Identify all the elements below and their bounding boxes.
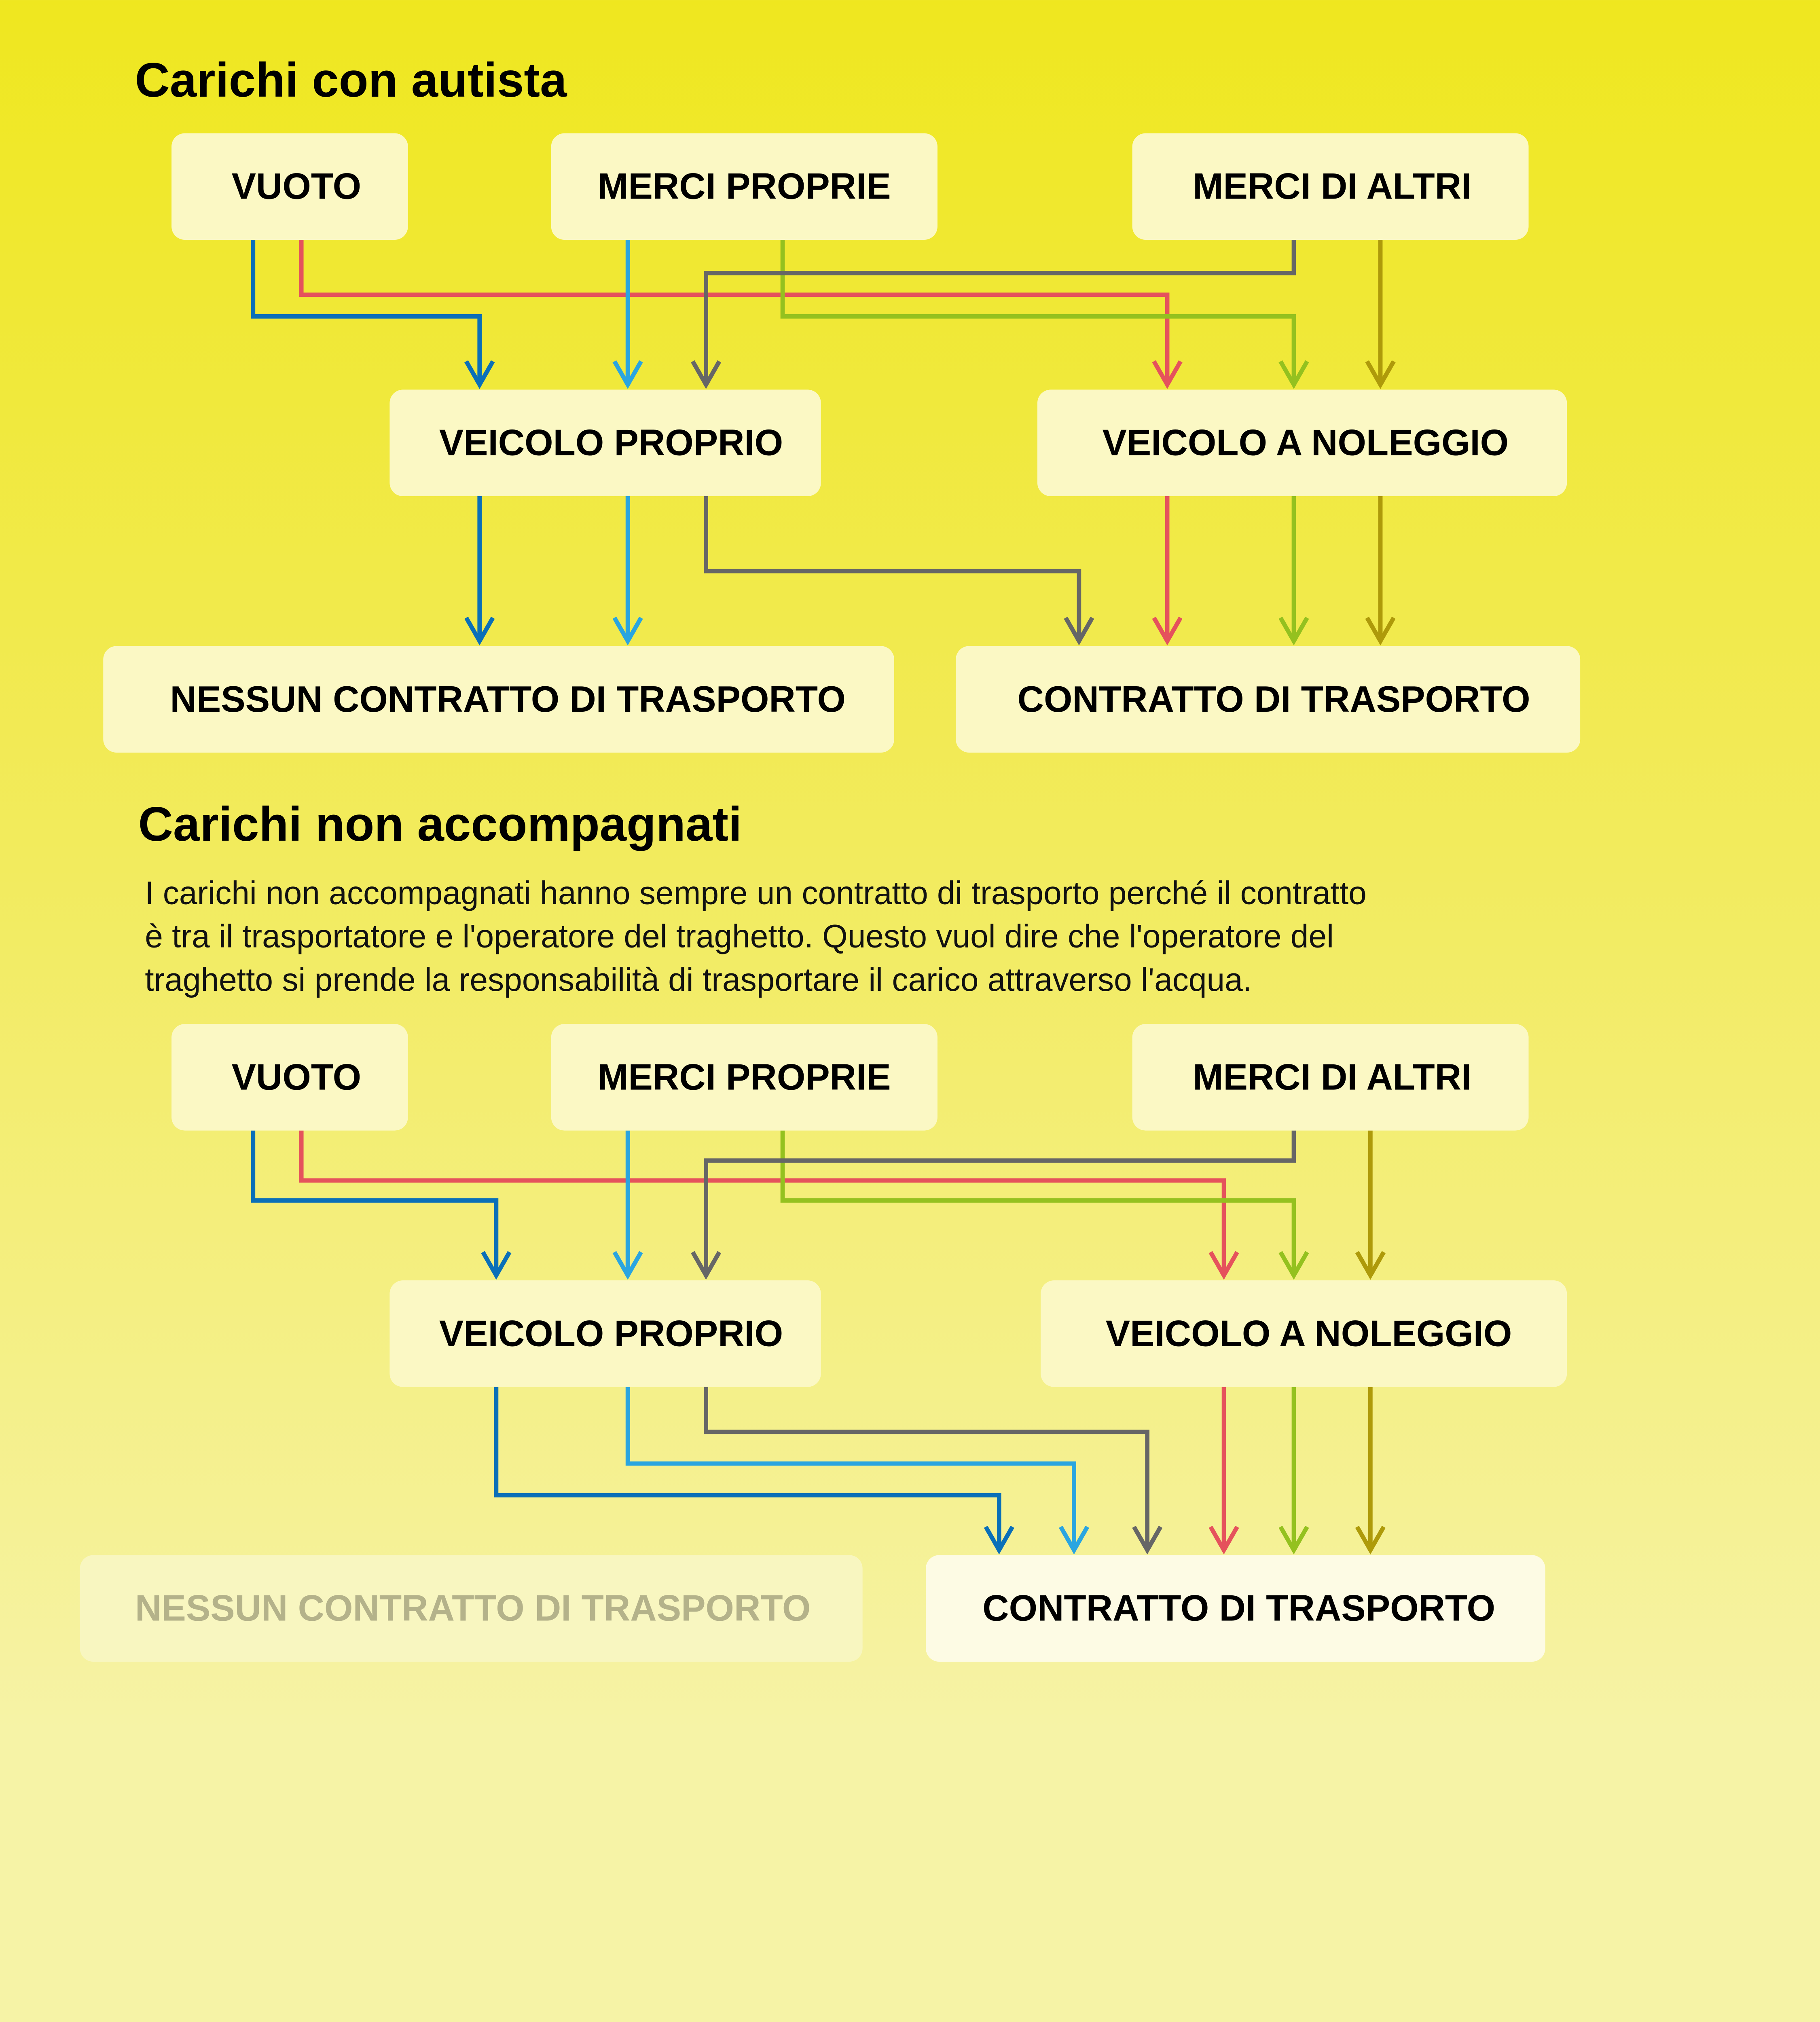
arrowhead-icon	[612, 1251, 643, 1280]
node-merci-proprie: MERCI PROPRIE	[551, 133, 938, 240]
svg-text:MERCI DI ALTRI: MERCI DI ALTRI	[1193, 166, 1471, 207]
svg-text:VEICOLO PROPRIO: VEICOLO PROPRIO	[439, 423, 783, 463]
svg-text:CONTRATTO DI TRASPORTO: CONTRATTO DI TRASPORTO	[1018, 679, 1530, 720]
arrowhead-icon	[1152, 360, 1183, 389]
arrowhead-icon	[1208, 1251, 1239, 1280]
diagram-canvas: Carichi con autista VUOTO MERCI PROPRIE …	[0, 0, 1820, 1732]
arrowhead-icon	[464, 360, 495, 389]
node-merci-di-altri: MERCI DI ALTRI	[1132, 1024, 1529, 1131]
arrowhead-icon	[1152, 616, 1183, 645]
arrowhead-icon	[1278, 616, 1309, 645]
background	[0, 0, 1820, 1732]
svg-text:VUOTO: VUOTO	[232, 166, 361, 207]
description-line: traghetto si prende la responsabilità di…	[145, 962, 1252, 998]
node-contratto: CONTRATTO DI TRASPORTO	[926, 1555, 1545, 1662]
description-line: è tra il trasportatore e l'operatore del…	[145, 918, 1334, 955]
section-carichi-non-accompagnati: Carichi non accompagnati I carichi non a…	[80, 797, 1567, 1662]
connector-vuoto-veicolo-noleggio	[299, 1130, 1226, 1275]
arrowhead-icon	[1278, 360, 1309, 389]
arrowhead-icon	[1278, 1251, 1309, 1280]
connector-vuoto-veicolo-proprio	[251, 1130, 499, 1275]
connector-vuoto-veicolo-noleggio	[299, 239, 1170, 385]
node-veicolo-a-noleggio: VEICOLO A NOLEGGIO	[1041, 1280, 1567, 1387]
section-title: Carichi non accompagnati	[138, 797, 742, 851]
connector-merci-altri-veicolo-proprio	[704, 1130, 1296, 1275]
connector-vp-contratto	[704, 496, 1081, 641]
section-title: Carichi con autista	[135, 53, 567, 107]
svg-text:VEICOLO PROPRIO: VEICOLO PROPRIO	[439, 1313, 783, 1354]
node-nessun-contratto: NESSUN CONTRATTO DI TRASPORTO	[103, 646, 894, 753]
svg-text:VEICOLO A NOLEGGIO: VEICOLO A NOLEGGIO	[1106, 1313, 1512, 1354]
node-contratto: CONTRATTO DI TRASPORTO	[956, 646, 1581, 753]
arrowhead-icon	[984, 1525, 1014, 1555]
svg-text:NESSUN CONTRATTO DI TRASPORTO: NESSUN CONTRATTO DI TRASPORTO	[170, 679, 845, 720]
connector-vp-contratto	[494, 1387, 1001, 1550]
svg-text:NESSUN CONTRATTO DI TRASPORTO: NESSUN CONTRATTO DI TRASPORTO	[135, 1588, 811, 1629]
arrowhead-icon	[1365, 616, 1396, 645]
node-merci-di-altri: MERCI DI ALTRI	[1132, 133, 1529, 240]
svg-text:MERCI DI ALTRI: MERCI DI ALTRI	[1193, 1057, 1471, 1098]
connectors	[251, 1130, 1386, 1555]
connector-merci-proprie-veicolo-noleggio	[780, 1130, 1296, 1275]
connector-merci-altri-veicolo-proprio	[704, 239, 1296, 385]
arrowhead-icon	[464, 616, 495, 645]
arrowhead-icon	[691, 1251, 722, 1280]
arrowhead-icon	[1365, 360, 1396, 389]
arrowhead-icon	[1208, 1525, 1239, 1555]
node-veicolo-proprio: VEICOLO PROPRIO	[389, 1280, 821, 1387]
connector-vp-contratto	[625, 1387, 1076, 1550]
connectors	[251, 239, 1396, 645]
svg-text:VEICOLO A NOLEGGIO: VEICOLO A NOLEGGIO	[1102, 423, 1509, 463]
connector-merci-proprie-veicolo-noleggio	[780, 239, 1296, 385]
arrowhead-icon	[1355, 1251, 1386, 1280]
description-line: I carichi non accompagnati hanno sempre …	[145, 875, 1367, 912]
node-nessun-contratto-disabled: NESSUN CONTRATTO DI TRASPORTO	[80, 1555, 863, 1662]
svg-text:VUOTO: VUOTO	[232, 1057, 361, 1098]
connector-vuoto-veicolo-proprio	[251, 239, 482, 385]
arrowhead-icon	[691, 360, 722, 389]
node-vuoto: VUOTO	[171, 1024, 408, 1131]
arrowhead-icon	[612, 616, 643, 645]
arrowhead-icon	[1278, 1525, 1309, 1555]
arrowhead-icon	[1064, 616, 1094, 645]
section-carichi-con-autista: Carichi con autista VUOTO MERCI PROPRIE …	[103, 53, 1581, 753]
arrowhead-icon	[612, 360, 643, 389]
arrowhead-icon	[1355, 1525, 1386, 1555]
node-merci-proprie: MERCI PROPRIE	[551, 1024, 938, 1131]
svg-text:CONTRATTO DI TRASPORTO: CONTRATTO DI TRASPORTO	[982, 1588, 1495, 1629]
node-veicolo-a-noleggio: VEICOLO A NOLEGGIO	[1037, 389, 1567, 497]
arrowhead-icon	[481, 1251, 512, 1280]
svg-text:MERCI PROPRIE: MERCI PROPRIE	[598, 1057, 891, 1098]
connector-vp-contratto	[704, 1387, 1150, 1550]
node-veicolo-proprio: VEICOLO PROPRIO	[389, 389, 821, 497]
svg-text:MERCI PROPRIE: MERCI PROPRIE	[598, 166, 891, 207]
arrowhead-icon	[1058, 1525, 1090, 1555]
arrowhead-icon	[1132, 1525, 1163, 1555]
node-vuoto: VUOTO	[171, 133, 408, 240]
